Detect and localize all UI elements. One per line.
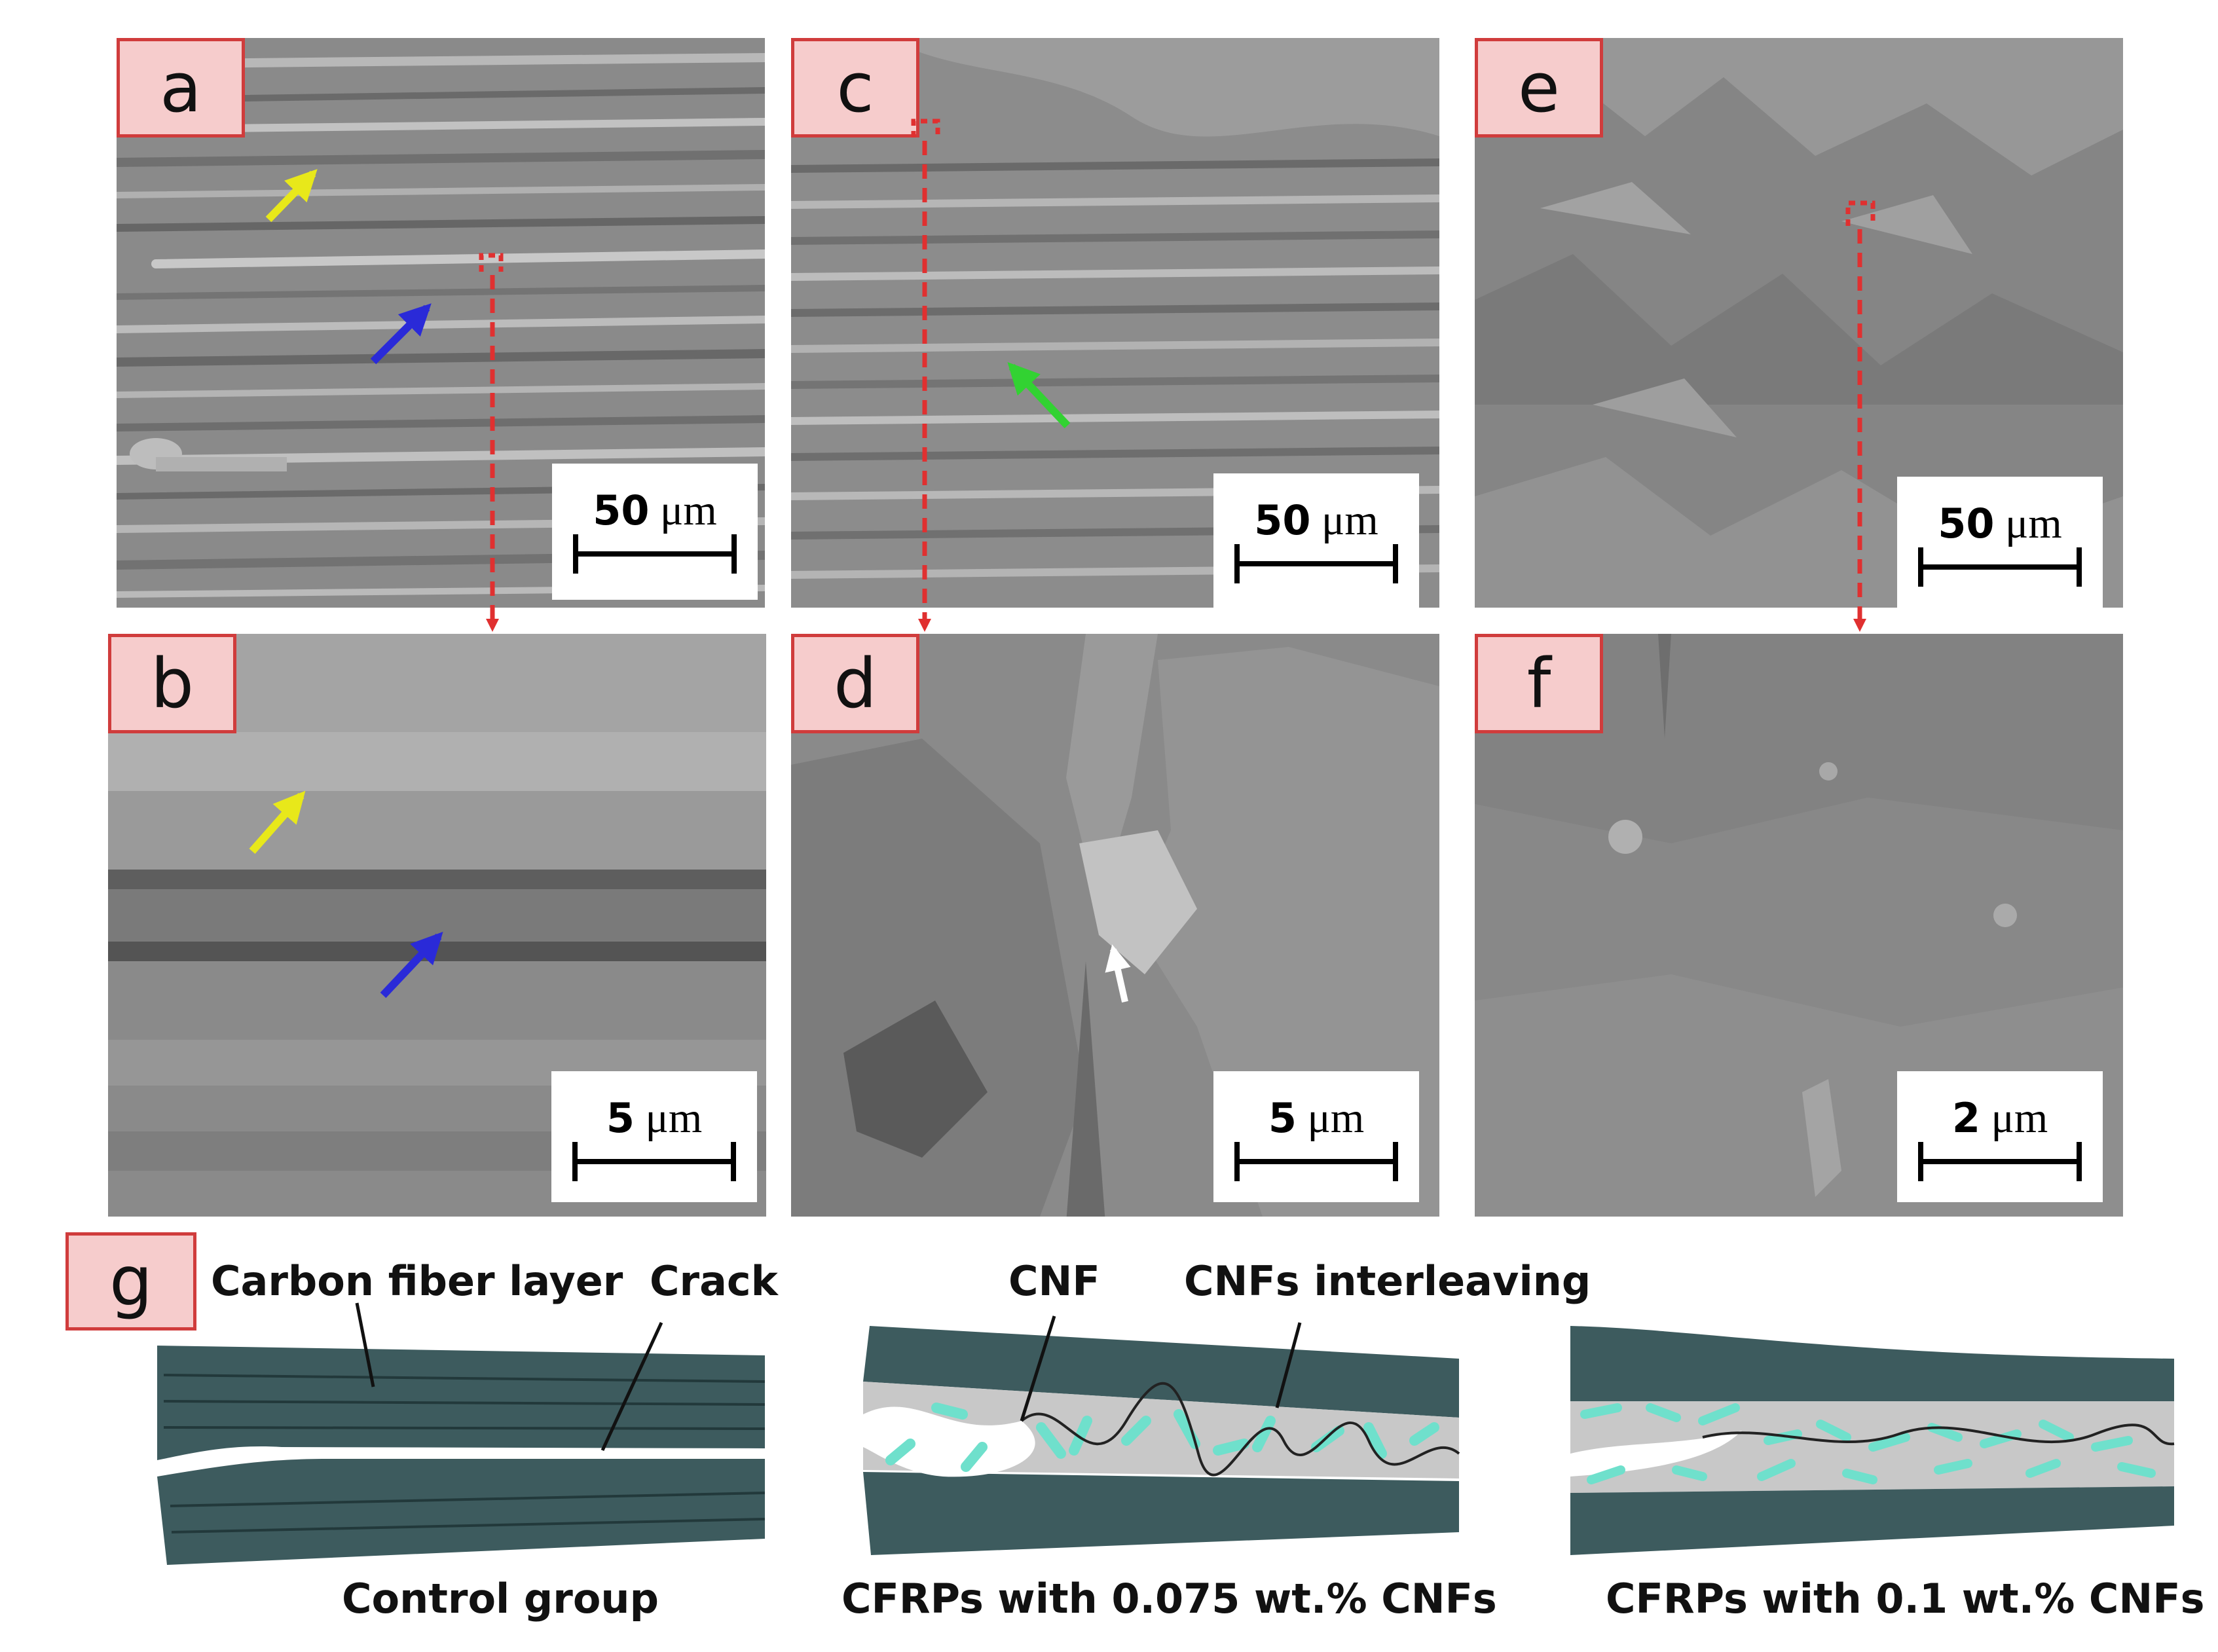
scale-unit-d: μm [1307, 1094, 1365, 1142]
panel-label-g: g [65, 1232, 196, 1331]
schematic-control-group [157, 1302, 766, 1565]
schematic-cnf-01 [1570, 1326, 2175, 1555]
caption-cnf-01: CFRPs with 0.1 wt.% CNFs [1606, 1575, 2205, 1623]
scale-unit-b: μm [645, 1094, 703, 1142]
panel-label-e: e [1475, 38, 1603, 138]
scale-bar-f: 2 μm [1897, 1071, 2103, 1202]
scale-value-d: 5 [1268, 1094, 1297, 1142]
sem-panel-f: f 2 μm [1475, 634, 2123, 1217]
schematic-cnf-0075 [863, 1315, 1460, 1555]
scale-bar-a: 50 μm [552, 464, 758, 600]
panel-label-a: a [117, 38, 245, 138]
scale-unit-c: μm [1322, 496, 1378, 544]
panel-label-b: b [108, 634, 236, 733]
sem-panel-a: a 50 μm [117, 38, 765, 608]
sem-panel-e: e 50 μm [1475, 38, 2123, 608]
panel-label-f: f [1475, 634, 1603, 733]
scale-value-a: 50 [593, 486, 650, 534]
label-crack: Crack [650, 1257, 778, 1305]
scale-unit-e: μm [2005, 500, 2062, 547]
scale-value-c: 50 [1254, 496, 1311, 544]
sem-panel-d: d 5 μm [791, 634, 1439, 1217]
panel-label-c: c [791, 38, 919, 138]
panel-label-d: d [791, 634, 919, 733]
caption-cnf-0075: CFRPs with 0.075 wt.% CNFs [841, 1575, 1497, 1623]
caption-control-group: Control group [342, 1575, 659, 1623]
scale-unit-a: μm [660, 486, 717, 534]
label-cnf: CNF [1008, 1257, 1100, 1305]
scale-bar-b: 5 μm [551, 1071, 757, 1202]
label-cnfs-interleaving: CNFs interleaving [1184, 1257, 1591, 1305]
scale-value-e: 50 [1938, 500, 1995, 547]
sem-panel-c: c 50 μm [791, 38, 1439, 608]
scale-value-b: 5 [606, 1094, 635, 1142]
scale-unit-f: μm [1991, 1094, 2048, 1142]
sem-panel-b: b 5 μm [108, 634, 766, 1217]
label-carbon-fiber-layer: Carbon fiber layer [211, 1257, 623, 1305]
scale-value-f: 2 [1951, 1094, 1980, 1142]
scale-bar-d: 5 μm [1213, 1071, 1419, 1202]
scale-bar-e: 50 μm [1897, 477, 2103, 608]
scale-bar-c: 50 μm [1213, 473, 1419, 608]
